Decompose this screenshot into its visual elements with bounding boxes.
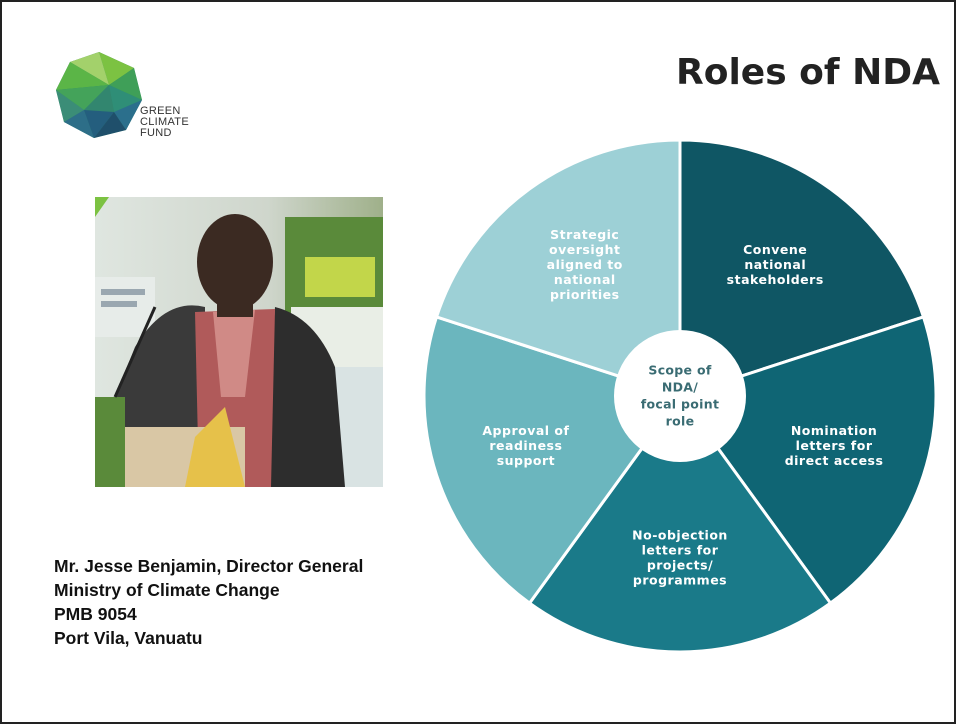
logo-line-1: GREEN [140, 105, 181, 117]
logo-line-3: FUND [140, 127, 172, 139]
segment-label-line: programmes [633, 573, 727, 588]
center-label-line: focal point [641, 397, 720, 412]
segment-label-line: projects/ [647, 558, 713, 573]
center-circle [614, 330, 746, 462]
segment-label-line: aligned to [547, 257, 623, 272]
segment-label-line: readiness [489, 438, 562, 453]
green-climate-fund-logo: GREEN CLIMATE FUND [54, 50, 204, 160]
globe-icon [56, 52, 142, 138]
center-label-line: Scope of [648, 363, 711, 378]
center-label-line: role [666, 414, 695, 429]
segment-1 [678, 138, 926, 399]
segment-label-line: national [744, 257, 806, 272]
segment-label-line: stakeholders [727, 272, 824, 287]
segment-label-line: direct access [785, 453, 884, 468]
caption-line-ministry: Ministry of Climate Change [54, 580, 280, 600]
segment-label-line: priorities [550, 287, 620, 302]
center-label: Scope of NDA/focal point role [641, 363, 720, 429]
segment-label-line: Strategic [550, 227, 619, 242]
caption-line-name: Mr. Jesse Benjamin, Director General [54, 556, 364, 576]
segment-label-line: national [554, 272, 616, 287]
segment-label-line: No-objection [632, 528, 728, 543]
segment-label-line: Nomination [791, 423, 877, 438]
logo-text: GREEN CLIMATE FUND [140, 106, 189, 139]
speaker-caption: Mr. Jesse Benjamin, Director General Min… [54, 554, 363, 650]
logo-line-2: CLIMATE [140, 116, 189, 128]
segment-5 [434, 138, 682, 399]
speaker-photo [95, 197, 383, 487]
segment-label-line: Convene [743, 242, 807, 257]
segment-label-line: oversight [549, 242, 620, 257]
caption-line-city: Port Vila, Vanuatu [54, 628, 203, 648]
person-photo-icon [95, 197, 383, 487]
caption-line-pmb: PMB 9054 [54, 604, 137, 624]
segment-label-line: letters for [642, 543, 719, 558]
segment-label-line: Approval of [482, 423, 569, 438]
segment-3 [527, 393, 833, 654]
slide-title: Roles of NDA [676, 52, 940, 93]
segment-label-line: support [497, 453, 555, 468]
segment-label-line: letters for [796, 438, 873, 453]
center-label-line: NDA/ [662, 380, 698, 395]
